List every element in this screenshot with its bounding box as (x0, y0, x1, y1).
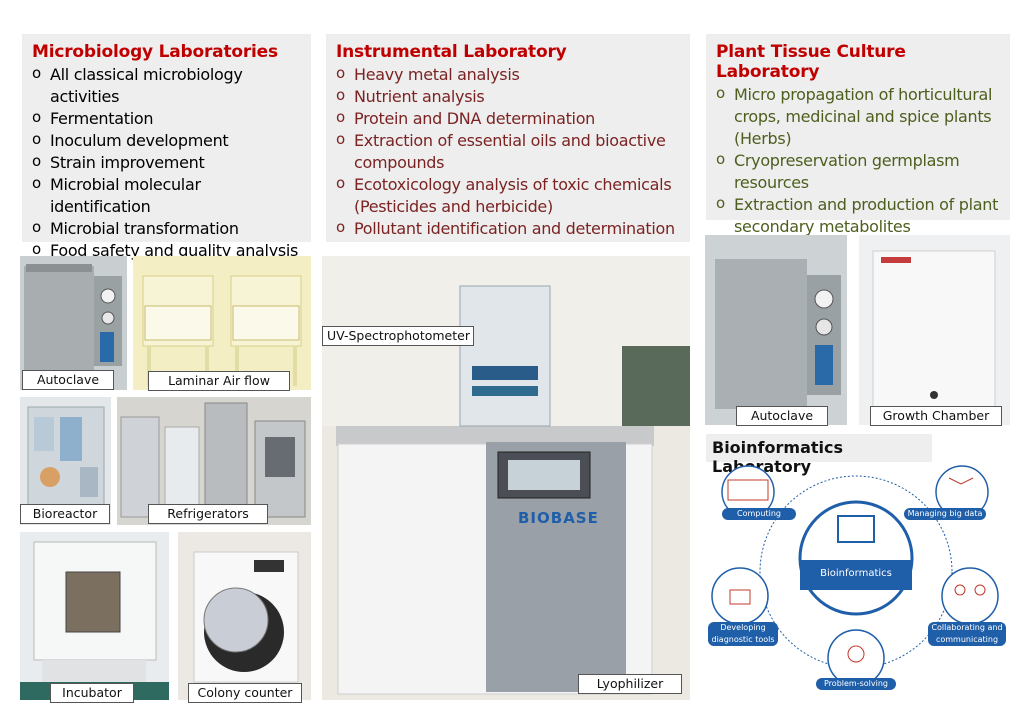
bioinformatics-center-label: Bioinformatics (820, 568, 892, 579)
bioinformatics-diagram: Bioinformatics Computing Managing big da… (704, 462, 1010, 702)
autoclave-illustration (20, 256, 127, 390)
bullet-icon: o (336, 108, 345, 126)
instrumental-title: Instrumental Laboratory (336, 42, 567, 62)
bullet-icon: o (32, 108, 41, 126)
laminar-illustration (133, 256, 311, 390)
bullet-icon: o (336, 174, 345, 192)
computing-node-label: Computing (722, 508, 796, 520)
bullet-icon: o (716, 84, 725, 102)
uv-spectrophotometer-label: UV-Spectrophotometer (322, 326, 474, 346)
problem-solving-node-label: Problem-solving (816, 678, 896, 690)
bullet-icon: o (336, 218, 345, 236)
bullet-icon: o (32, 240, 41, 258)
incubator-illustration (20, 532, 169, 700)
colony-counter-illustration (178, 532, 311, 700)
autoclave-2-photo (705, 235, 847, 425)
bioinformatics-title: Bioinformatics Laboratory (706, 434, 932, 476)
big-data-node-label: Managing big data (904, 508, 986, 520)
bullet-icon: o (336, 86, 345, 104)
colony-counter-photo (178, 532, 311, 700)
autoclave-label: Autoclave (22, 370, 114, 390)
incubator-photo (20, 532, 169, 700)
laminar-air-flow-label: Laminar Air flow (148, 371, 290, 391)
bullet-icon: o (336, 130, 345, 148)
laminar-air-flow-photo (133, 256, 311, 390)
growth-chamber-photo (859, 235, 1010, 425)
bullet-icon: o (336, 64, 345, 82)
autoclave-photo (20, 256, 127, 390)
lyophilizer-photo: BIOBASE (322, 256, 690, 700)
bullet-icon: o (32, 152, 41, 170)
bullet-icon: o (716, 194, 725, 212)
bullet-icon: o (716, 150, 725, 168)
incubator-label: Incubator (50, 683, 134, 703)
diagnostic-node-label: Developing diagnostic tools (708, 622, 778, 646)
refrigerators-photo (117, 397, 311, 525)
lyophilizer-label: Lyophilizer (578, 674, 682, 694)
bullet-icon: o (32, 64, 41, 82)
bioreactor-label: Bioreactor (20, 504, 110, 524)
bioinformatics-diagram-graphic (711, 465, 999, 687)
bioreactor-photo (20, 397, 111, 525)
bullet-icon: o (32, 174, 41, 192)
colony-counter-label: Colony counter (188, 683, 302, 703)
collaborating-node-label: Collaborating and communicating (928, 622, 1006, 646)
growth-chamber-label: Growth Chamber (870, 406, 1002, 426)
bullet-icon: o (32, 218, 41, 236)
bullet-icon: o (32, 130, 41, 148)
microbiology-title: Microbiology Laboratories (32, 42, 278, 62)
growth-chamber-illustration (859, 235, 1010, 425)
autoclave-2-label: Autoclave (736, 406, 828, 426)
plant-tissue-title: Plant Tissue Culture Laboratory (716, 42, 906, 82)
refrigerators-illustration (117, 397, 311, 525)
autoclave-2-illustration (705, 235, 847, 425)
lyophilizer-illustration (322, 256, 690, 700)
bioreactor-illustration (20, 397, 111, 525)
refrigerators-label: Refrigerators (148, 504, 268, 524)
brand-logo: BIOBASE (518, 509, 599, 527)
